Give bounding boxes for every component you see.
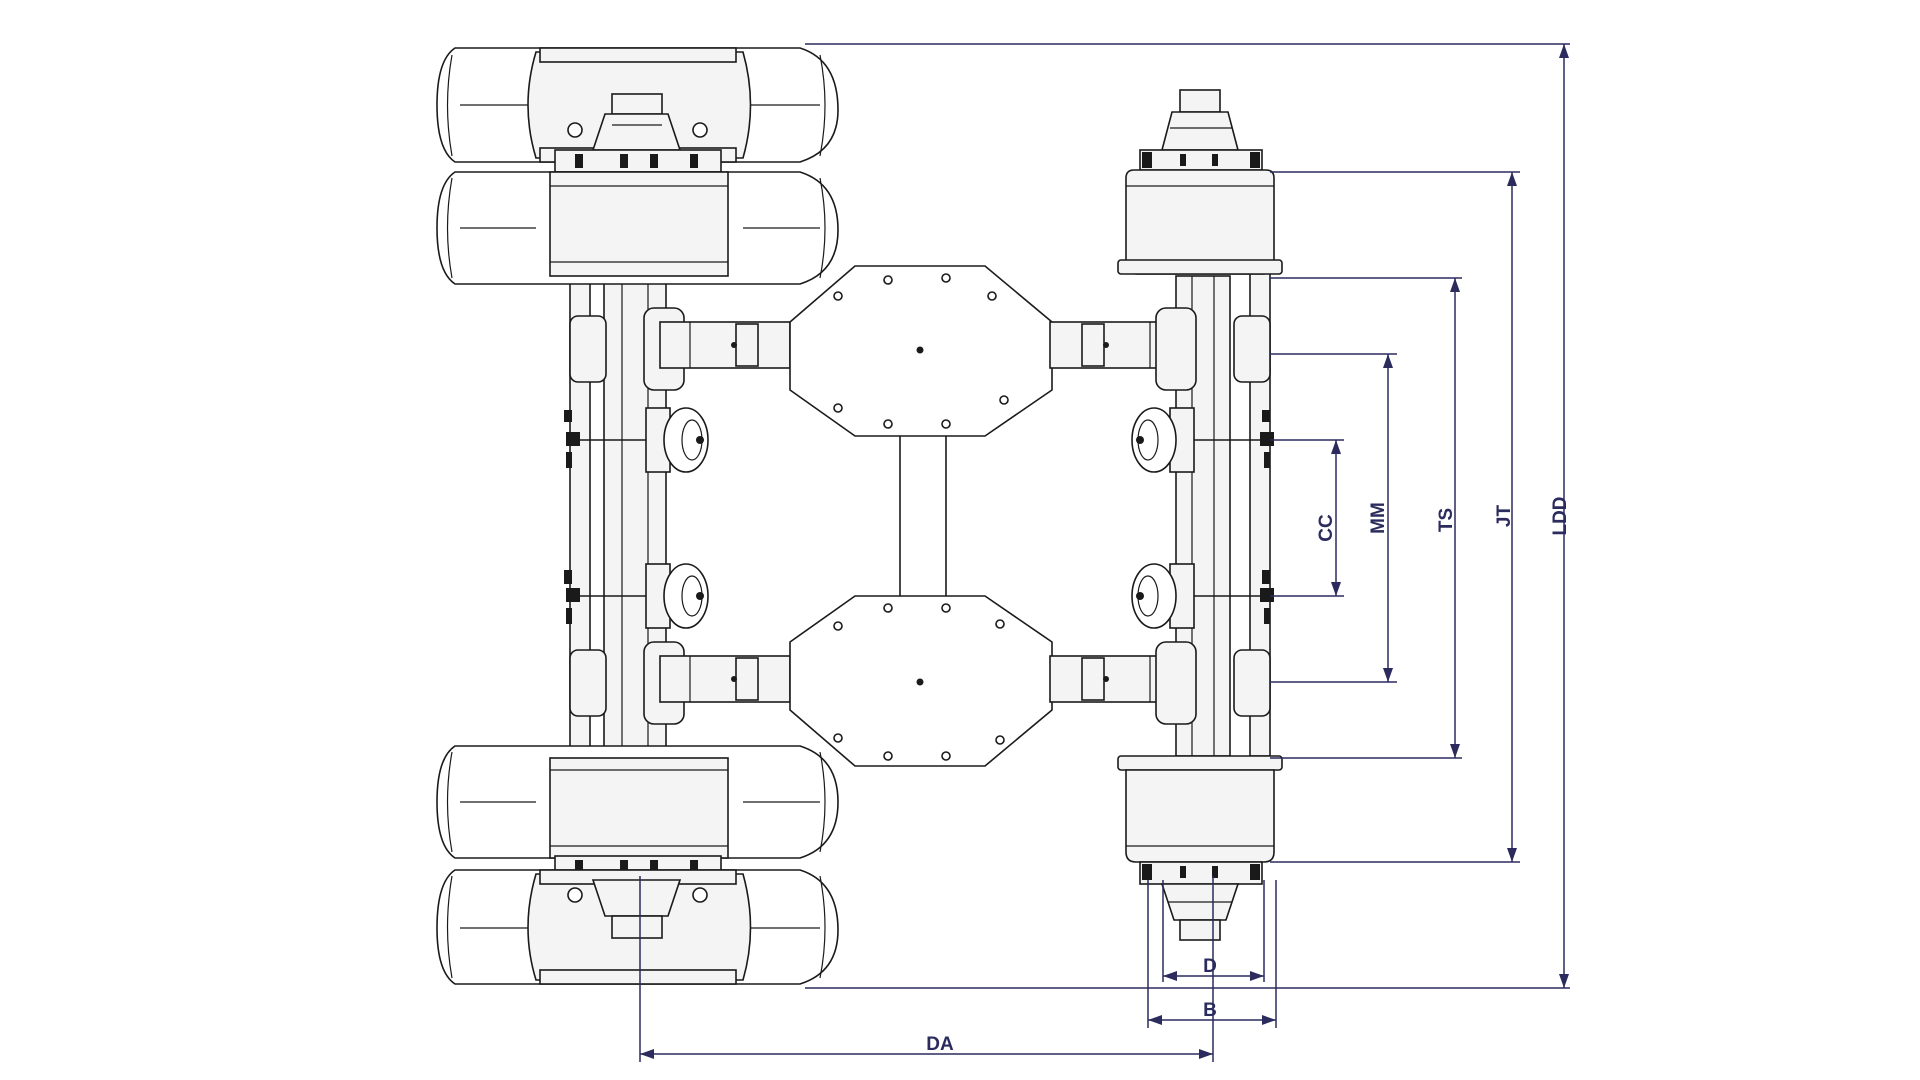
dimension-labels: LDD JT TS MM CC D B DA	[926, 496, 1571, 1055]
left-bottom-dual-wheels	[436, 745, 839, 985]
center-frame	[789, 265, 1053, 767]
right-top-wheel-end	[1117, 89, 1283, 275]
left-brake-chamber-bottom	[564, 563, 709, 629]
right-axle-assembly	[1049, 89, 1283, 941]
dimension-lines	[639, 43, 1570, 1062]
hub-cap-top	[611, 93, 663, 115]
right-spring-seat-top	[1049, 307, 1271, 391]
label-d: D	[1203, 956, 1217, 977]
right-brake-drum-bottom	[1125, 769, 1275, 863]
hub-cap-bottom	[611, 915, 663, 939]
left-top-dual-wheels	[436, 47, 839, 285]
right-brake-chamber-top	[1131, 407, 1274, 473]
center-beam	[899, 431, 947, 603]
label-ldd: LDD	[1550, 496, 1571, 535]
brake-drum-bottom	[549, 757, 729, 859]
left-brake-chamber-top	[564, 407, 709, 473]
right-bottom-wheel-end	[1117, 755, 1283, 941]
label-da: DA	[926, 1034, 954, 1055]
label-mm: MM	[1368, 502, 1389, 534]
brake-drum-top	[549, 171, 729, 277]
left-axle-assembly	[436, 47, 839, 985]
right-brake-chamber-bottom	[1131, 563, 1274, 629]
label-ts: TS	[1436, 508, 1457, 532]
left-spring-seat-bottom	[569, 641, 791, 725]
label-b: B	[1203, 1000, 1217, 1021]
right-spring-seat-bottom	[1049, 641, 1271, 725]
label-cc: CC	[1316, 514, 1337, 542]
left-spring-seat-top	[569, 307, 791, 391]
label-jt: JT	[1494, 505, 1515, 528]
